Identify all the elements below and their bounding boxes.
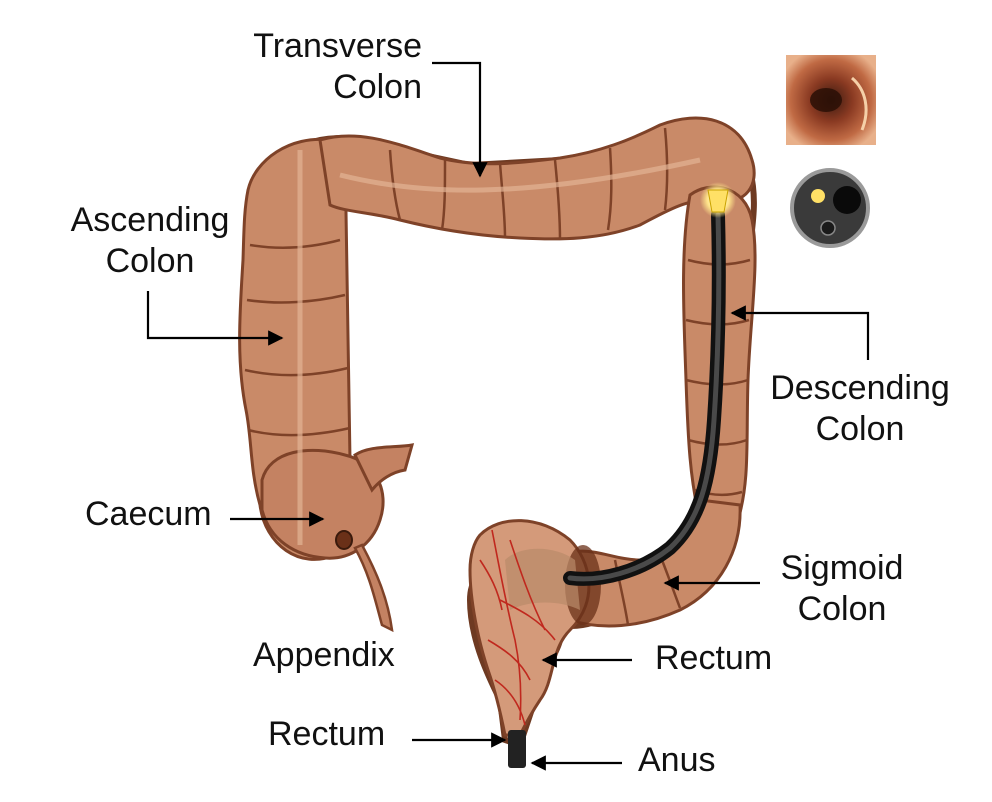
ileocaecal-opening bbox=[335, 530, 353, 550]
label-caecum: Caecum bbox=[85, 495, 212, 533]
leader-lines bbox=[146, 61, 870, 771]
leader-ascending bbox=[146, 291, 284, 346]
label-rectum-upper: Rectum bbox=[655, 639, 773, 677]
rectum-inner-wall bbox=[505, 548, 580, 610]
label-appendix: Appendix bbox=[253, 636, 395, 674]
label-descending-colon: Descending Colon bbox=[770, 369, 950, 448]
caecum bbox=[260, 448, 385, 560]
anal-canal bbox=[508, 730, 526, 768]
rectal-vessels bbox=[479, 529, 556, 726]
leader-transverse bbox=[432, 61, 488, 178]
appendix-shape bbox=[353, 543, 394, 633]
leader-descending bbox=[730, 305, 870, 360]
endoscope bbox=[563, 182, 736, 586]
endoscope-tip bbox=[707, 189, 729, 213]
label-anus: Anus bbox=[638, 741, 716, 779]
label-transverse-colon: Transverse Colon bbox=[253, 27, 422, 106]
label-sigmoid-colon: Sigmoid Colon bbox=[780, 549, 904, 628]
label-rectum-lower: Rectum bbox=[268, 715, 386, 753]
endoscopic-view-icon bbox=[786, 55, 876, 145]
label-ascending-colon: Ascending Colon bbox=[70, 201, 230, 280]
scope-tip-icon bbox=[790, 168, 870, 248]
ileum bbox=[353, 443, 415, 493]
